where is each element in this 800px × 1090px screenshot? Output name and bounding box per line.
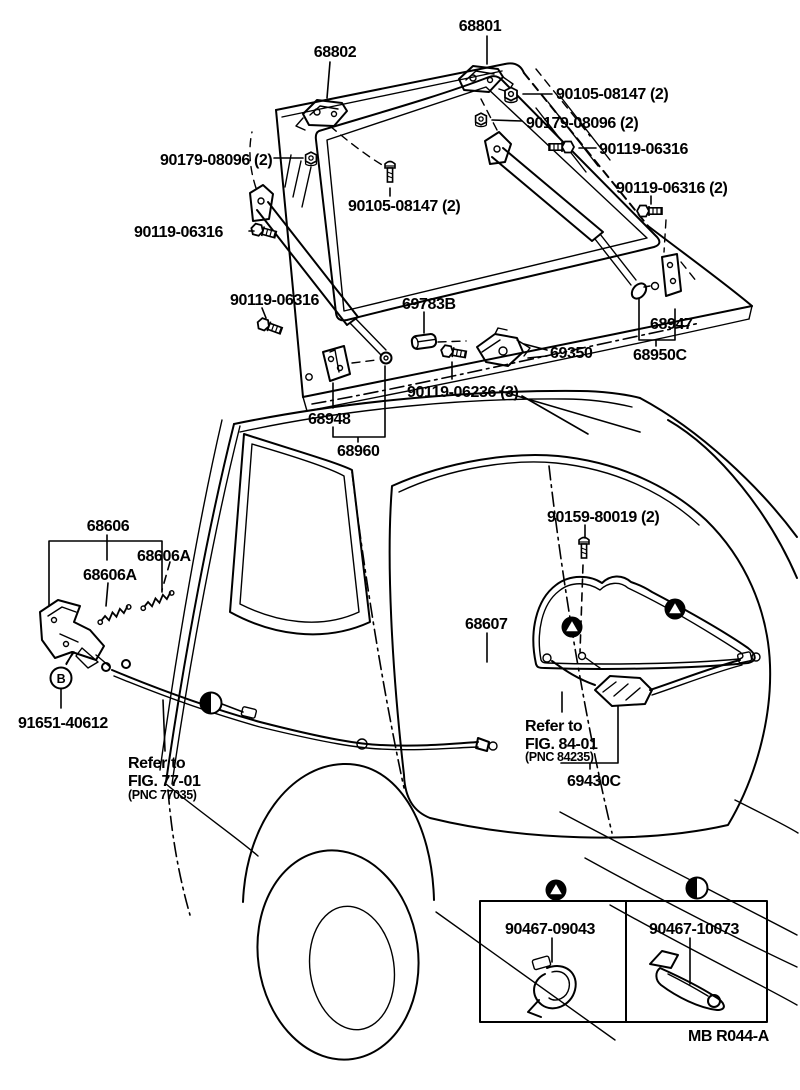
damper-stay-rh-part — [480, 98, 648, 300]
part-label: 68606A — [137, 548, 191, 565]
callout-69350: 69350 — [523, 343, 593, 362]
part-label: 68801 — [459, 18, 502, 35]
part-label: 90467-10073 — [649, 921, 739, 938]
part-label: 68948 — [308, 411, 351, 428]
triangle-marker-icon — [545, 879, 567, 901]
refer-line2: FIG. 84-01 — [525, 736, 598, 753]
callout-68607: 68607 — [465, 616, 508, 663]
refer-line3: (PNC 77035) — [128, 788, 197, 802]
back-door-assembly-diagram: 68801 68802 90105-08147 (2) 90179-08096 … — [134, 18, 753, 460]
circled-b-marker: B — [49, 651, 74, 709]
callout-68947-68950C: 68947 68950C — [633, 297, 693, 364]
bracket-68948-part — [305, 345, 377, 382]
triangle-marker-icon — [561, 616, 583, 638]
bolt-90119-06236-icon — [439, 343, 468, 361]
callout-90119-06316-mid: 90119-06316 — [230, 292, 320, 319]
clip-69783B-part — [410, 333, 467, 350]
part-label: 69783B — [402, 296, 456, 313]
car-body-diagram: B 68606 68606A 68606A 91651-40612 90159-… — [18, 389, 799, 1061]
callout-90105-rh: 90105-08147 (2) — [522, 86, 669, 103]
part-label: 69350 — [550, 345, 593, 362]
callout-90159: 90159-80019 (2) — [547, 509, 660, 539]
screw-dash-leader — [579, 564, 584, 653]
legend-cell-90467-09043: 90467-09043 — [505, 921, 596, 1018]
callout-69783B: 69783B — [402, 296, 456, 334]
damper-stay-lh-part — [249, 131, 393, 365]
triangle-marker-icon — [664, 598, 686, 620]
nut-90179-08096-rh-icon — [474, 112, 488, 128]
legend-cell-90467-10073: 90467-10073 — [649, 921, 740, 1011]
lock-69350-part — [476, 327, 531, 367]
nut-90105-08147-rh-icon — [504, 86, 518, 104]
part-label: 90119-06316 — [134, 224, 224, 241]
callout-90119-06316-lh: 90119-06316 — [134, 224, 255, 241]
spring-68606A-icon — [94, 603, 135, 626]
callout-refer-fig77: Refer to FIG. 77-01 (PNC 77035) — [128, 699, 201, 802]
lock-cable-69430C-part — [542, 651, 761, 707]
refer-line3: (PNC 84235) — [525, 750, 594, 764]
nut-90179-08096-lh-icon — [304, 151, 318, 167]
callout-90119-06316-2: 90119-06316 (2) — [616, 180, 728, 205]
half-circle-marker-icon — [685, 876, 709, 900]
part-label: 68606 — [87, 518, 130, 535]
callout-68948: 68948 — [308, 382, 351, 428]
part-label: 90105-08147 (2) — [556, 86, 668, 103]
refer-line1: Refer to — [128, 755, 186, 772]
legend-table: 90467-09043 90467-10073 — [479, 876, 768, 1023]
part-label: 90119-06316 — [230, 292, 320, 309]
part-label: 90179-08096 (2) — [526, 115, 638, 132]
part-label: 68607 — [465, 616, 508, 633]
callout-90179-rh: 90179-08096 (2) — [491, 115, 639, 132]
half-circle-marker — [199, 691, 244, 715]
drawing-code: MB R044-A — [688, 1028, 770, 1045]
bolt-90119-06316-mid-icon — [254, 316, 284, 337]
part-label: 68947 — [650, 316, 693, 333]
callout-68606A-left: 68606A — [83, 567, 138, 607]
part-label: 91651-40612 — [18, 715, 108, 732]
screw-90159-80019-icon — [578, 536, 590, 559]
refer-line1: Refer to — [525, 718, 583, 735]
callout-68606: 68606 — [48, 518, 163, 607]
hinge-lh-68802-part — [295, 99, 348, 131]
legend-box — [479, 900, 768, 1023]
part-label: 90105-08147 (2) — [348, 198, 460, 215]
part-label: 90179-08096 (2) — [160, 152, 272, 169]
callout-68801: 68801 — [459, 18, 502, 65]
refer-line2: FIG. 77-01 — [128, 773, 201, 790]
callout-68606A-right: 68606A — [137, 548, 192, 591]
callout-refer-fig84: Refer to FIG. 84-01 (PNC 84235) — [525, 691, 598, 764]
clip-90467-10073-part — [649, 950, 725, 1011]
callout-68802: 68802 — [314, 44, 357, 99]
callout-90119-06316-rh: 90119-06316 — [578, 141, 689, 158]
spring-68606A-icon — [137, 589, 178, 612]
clip-90467-09043-part — [527, 955, 577, 1018]
callout-90105-lh: 90105-08147 (2) — [348, 187, 461, 215]
bolt-90105-08147-lh-icon — [384, 160, 396, 183]
part-label: 90467-09043 — [505, 921, 595, 938]
callout-90179-lh: 90179-08096 (2) — [160, 152, 304, 169]
bolt-90119-06316-rh-icon — [548, 140, 575, 154]
car-body-art — [159, 389, 799, 1061]
callout-69430C: 69430C — [560, 705, 622, 790]
part-label: 69430C — [567, 773, 621, 790]
bolt-90119-06316-2-icon — [636, 204, 663, 218]
release-cable-part — [101, 659, 498, 752]
part-label: 90119-06316 (2) — [616, 180, 728, 197]
marker-letter: B — [57, 672, 66, 686]
part-label: 68802 — [314, 44, 357, 61]
bracket-68947-part — [643, 219, 698, 297]
back-door-panel-art — [275, 62, 753, 433]
callout-91651: 91651-40612 — [18, 715, 109, 732]
part-label: 90159-80019 (2) — [547, 509, 659, 526]
part-label: 68606A — [83, 567, 137, 584]
part-label: 90119-06316 — [599, 141, 689, 158]
hinge-to-bolt-dash — [329, 125, 385, 167]
part-label: 68960 — [337, 443, 380, 460]
lock-assembly-68606-part — [39, 599, 111, 669]
part-label: 68950C — [633, 347, 687, 364]
